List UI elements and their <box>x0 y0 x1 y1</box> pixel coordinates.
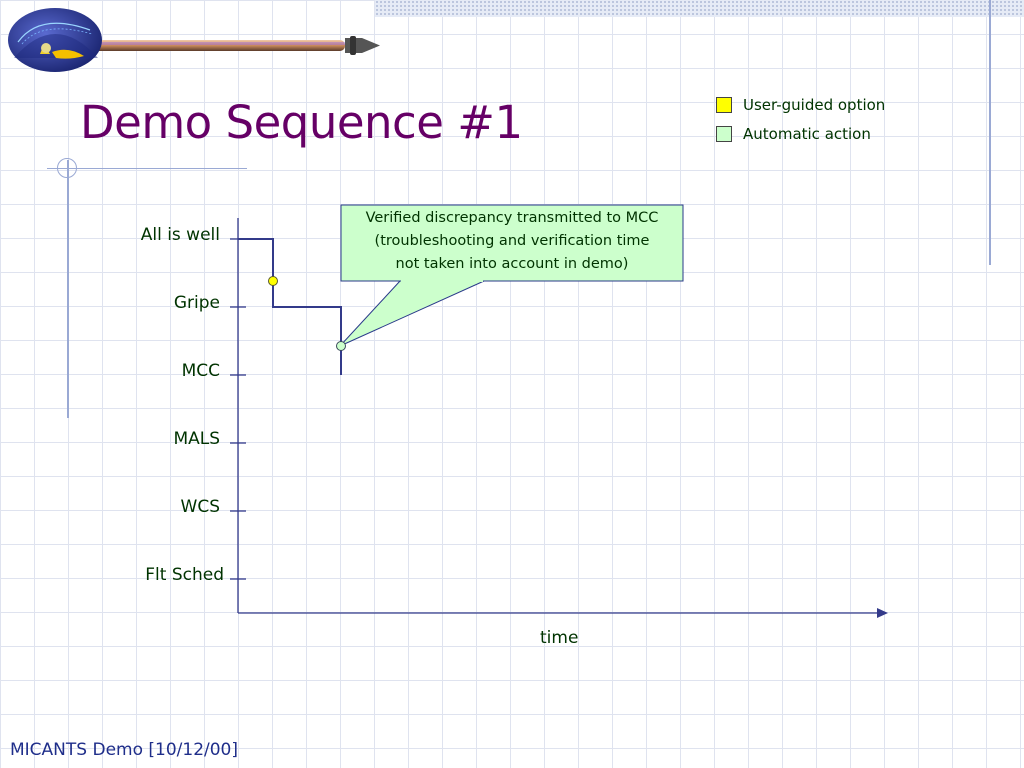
legend-label: Automatic action <box>743 124 871 143</box>
level-label-all-is-well: All is well <box>140 225 220 245</box>
callout-pointer <box>339 280 485 347</box>
legend-label: User-guided option <box>743 95 886 114</box>
legend-item-automatic: Automatic action <box>716 119 885 148</box>
sequence-path <box>238 238 342 375</box>
automatic-action-marker <box>336 341 346 351</box>
right-vertical-rule <box>989 0 991 265</box>
legend-item-user-guided: User-guided option <box>716 90 885 119</box>
callout-line-3: not taken into account in demo) <box>395 256 629 272</box>
legend: User-guided option Automatic action <box>716 90 885 148</box>
title-underline-rule <box>47 168 247 169</box>
level-label-wcs: WCS <box>180 497 220 517</box>
legend-swatch-yellow <box>716 96 732 113</box>
legend-swatch-green <box>716 125 732 142</box>
level-label-flt-sched: Flt Sched <box>145 565 224 585</box>
user-guided-marker <box>268 276 278 286</box>
callout-text: Verified discrepancy transmitted to MCC … <box>342 207 682 276</box>
callout-line-2: (troubleshooting and verification time <box>374 233 650 249</box>
callout-line-1: Verified discrepancy transmitted to MCC <box>365 210 659 226</box>
page-title: Demo Sequence #1 <box>80 96 523 149</box>
callout-box <box>340 204 684 282</box>
level-label-gripe: Gripe <box>173 293 220 313</box>
left-vertical-rule <box>67 160 69 418</box>
top-decor-band <box>375 0 1024 17</box>
x-axis-arrow <box>877 608 888 618</box>
rule-circle-ornament <box>57 158 77 178</box>
x-axis-label: time <box>540 628 579 648</box>
level-label-mcc: MCC <box>181 361 220 381</box>
level-label-mals: MALS <box>173 429 220 449</box>
footer-text: MICANTS Demo [10/12/00] <box>10 740 239 760</box>
emblem-with-rocket-icon <box>8 8 380 72</box>
